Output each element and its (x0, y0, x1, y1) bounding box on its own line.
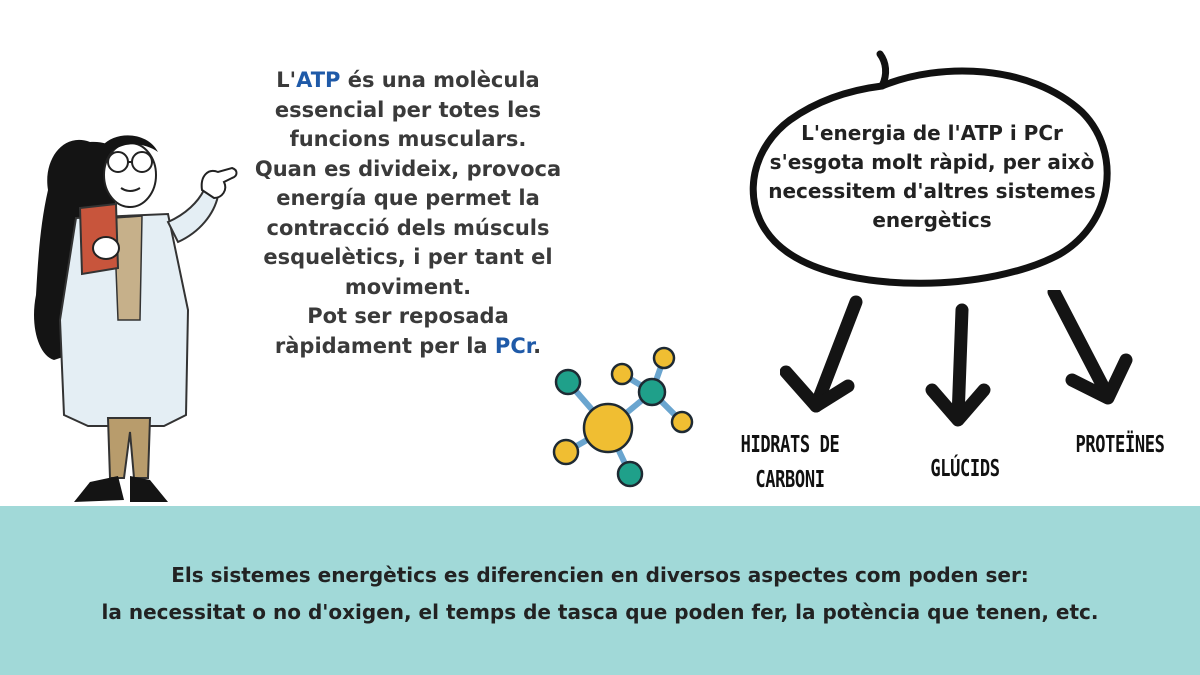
category-glucids: GLÚCIDS (930, 456, 1000, 482)
atp-highlight: ATP (296, 68, 341, 92)
thought-bubble (749, 50, 1111, 287)
arrow-right (1047, 290, 1133, 405)
atp-line-7: esquelètics, i per tant el (263, 245, 553, 269)
molecule-illustration (552, 346, 694, 488)
footer-line-2: la necessitat o no d'oxigen, el temps de… (101, 600, 1099, 624)
scientist-illustration (34, 135, 238, 502)
bubble-line-3: necessitem d'altres sistemes (768, 179, 1096, 203)
bubble-line-2: s'esgota molt ràpid, per això (769, 150, 1095, 174)
atp-description: L'ATP és una molècula essencial per tote… (240, 66, 576, 361)
arrow-center (925, 303, 991, 427)
atp-line-1: L'ATP és una molècula (276, 68, 540, 92)
atp-line-6: contracció dels músculs (266, 215, 550, 240)
atp-line-10: ràpidament per la PCr. (274, 333, 542, 358)
atp-line-2: essencial per totes les (274, 97, 542, 122)
pcr-highlight: PCr (494, 333, 534, 358)
footer-band (0, 506, 1200, 675)
category-hidrats-de-carboni: HIDRATS DE CARBONI (740, 432, 840, 493)
atp-line-4: Quan es divideix, provoca (254, 156, 562, 181)
category-proteines: PROTEÏNES (1075, 432, 1165, 458)
bubble-line-1: L'energia de l'ATP i PCr (801, 121, 1063, 145)
atp-line-5: energía que permet la (276, 186, 540, 210)
bubble-line-4: energètics (872, 208, 992, 232)
atp-line-9: Pot ser reposada (307, 304, 509, 328)
arrow-left (780, 295, 863, 413)
footer-line-1: Els sistemes energètics es diferencien e… (171, 563, 1029, 587)
arrows-diagram (780, 290, 1133, 427)
bubble-text: L'energia de l'ATP i PCr s'esgota molt r… (752, 119, 1112, 235)
atp-line-8: moviment. (344, 274, 472, 299)
footer-text: Els sistemes energètics es diferencien e… (20, 557, 1180, 631)
atp-line-3: funcions musculars. (289, 127, 527, 151)
